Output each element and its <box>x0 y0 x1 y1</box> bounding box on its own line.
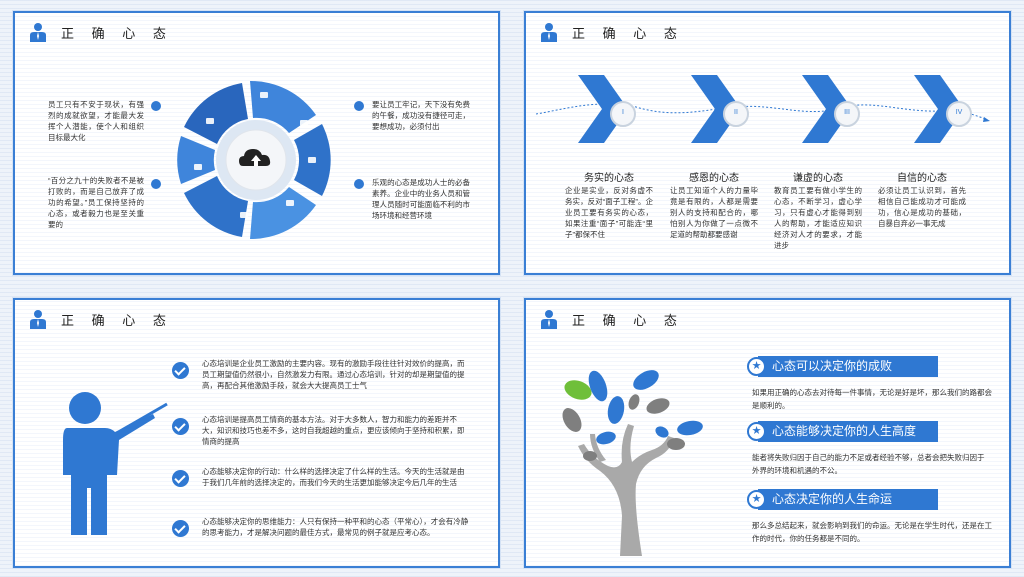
column-text: 让员工知道个人的力量毕竟是有限的，人都是需要别人的支持和配合的，哪怕别人为你做了… <box>670 186 758 239</box>
paragraph: 心态培训是企业员工激励的主要内容。现有的激励手段往往针对效价的提高，而员工期望值… <box>202 359 465 390</box>
slide-header: 正 确 心 态 <box>29 21 173 43</box>
person-icon <box>540 22 558 42</box>
leaf <box>667 438 685 450</box>
segment-icon <box>240 212 248 218</box>
slide-2[interactable]: 正 确 心 态 I II III IV 务实的心态 企业是实业，反对务虚不务实，… <box>524 11 1011 275</box>
cloud-upload-icon <box>239 149 271 166</box>
slide-title: 正 确 心 态 <box>61 312 173 328</box>
slide-title: 正 确 心 态 <box>572 25 684 41</box>
heading-bar: 心态决定你的人生命运 <box>758 489 938 510</box>
leaf <box>588 370 608 402</box>
paragraph: 心态能够决定你的行动：什么样的选择决定了什么样的生活。今天的生活就是由于我们几年… <box>202 467 465 487</box>
step-label: IV <box>955 109 963 116</box>
step-label: III <box>844 109 850 116</box>
column-text: 教育员工要有做小学生的心态，不断学习，虚心学习，只有虚心才能得到别人的帮助，才能… <box>774 186 862 250</box>
text-block-bottom-right: 乐观的心态是成功人士的必备素养。企业中的业务人员和管理人员随时可能面临不利的市场… <box>372 178 470 220</box>
leaf <box>564 380 592 400</box>
check-icon <box>172 520 189 537</box>
segment-icon <box>206 118 214 124</box>
item-text: 能者将失败归因于自己的能力不足或者经验不够，总者会把失败归因于 外界的环境和机遇… <box>752 453 985 475</box>
chevron-step-2 <box>691 75 749 143</box>
slide-title: 正 确 心 态 <box>61 25 173 41</box>
column-title: 感恩的心态 <box>689 173 739 184</box>
star-icon: ★ <box>747 422 766 441</box>
heading-bar: 心态能够决定你的人生高度 <box>758 421 938 442</box>
paragraph: 心态能够决定你的思维能力：人只有保持一种平和的心态（平常心），才会有冷静的思考能… <box>202 517 469 537</box>
heading-bar: 心态可以决定你的成败 <box>758 356 938 377</box>
star-icon: ★ <box>747 490 766 509</box>
text-block-top-left: 员工只有不安于现状，有强烈的成就欲望，才能最大发挥个人潜能，使个人和组织目标最大… <box>48 100 144 142</box>
check-icon <box>172 470 189 487</box>
check-icon <box>172 418 189 435</box>
slide-header: 正 确 心 态 <box>29 308 173 330</box>
ring-segment <box>250 187 316 240</box>
segment-icon <box>194 164 202 170</box>
process-arrows <box>536 75 990 143</box>
leaf <box>583 451 597 461</box>
chevron-step-4 <box>914 75 972 143</box>
leaf <box>628 394 640 410</box>
step-label: II <box>734 109 738 116</box>
segment-icon <box>308 157 316 163</box>
column-title: 自信的心态 <box>897 173 947 184</box>
chevron-step-3 <box>802 75 860 143</box>
leaf <box>633 370 659 390</box>
slide-header: 正 确 心 态 <box>540 21 684 43</box>
slide-4[interactable]: 正 确 心 态 心态可以决定你的成败 ★ 如果用正确的心态去对待每一件事情，无论… <box>524 298 1011 568</box>
column-text: 必须让员工认识到，首先相信自己能成功才可能成功，信心是成功的基础，自暴自弃必一事… <box>878 186 966 228</box>
ring-segment <box>184 83 248 144</box>
segment-icon <box>260 92 268 98</box>
leaf <box>677 420 703 436</box>
chevron-step-1 <box>578 75 636 143</box>
person-icon <box>29 22 47 42</box>
slide-1[interactable]: 正 确 心 态 员工只有不安于现状，有强烈的成就欲望，才能最大发挥个人潜能，使个… <box>13 11 500 275</box>
column-text: 企业是实业，反对务虚不务实，反对“面子工程”。企业员工要有务实的心态，如果注重“… <box>565 186 653 239</box>
column-title: 务实的心态 <box>584 173 634 184</box>
person-icon <box>540 309 558 329</box>
hexagon-ring-diagram <box>177 80 331 240</box>
tree-illustration <box>562 370 703 556</box>
bullet-dot <box>151 179 161 189</box>
leaf <box>646 398 670 414</box>
ring-segment <box>184 176 248 237</box>
segment-icon <box>300 120 308 126</box>
step-label: I <box>622 109 624 116</box>
leaf <box>562 408 582 432</box>
bullet-dot <box>151 101 161 111</box>
leaf <box>655 426 669 438</box>
text-block-top-right: 要让员工牢记，天下没有免费的午餐，成功没有捷径可走，要想成功，必须付出 <box>372 100 470 131</box>
slide-title: 正 确 心 态 <box>572 312 684 328</box>
text-block-bottom-left: “百分之九十的失败者不是被打败的，而是自己放弃了成功的希望。”员工保持坚持的心态… <box>48 176 144 229</box>
star-icon: ★ <box>747 357 766 376</box>
leaf <box>596 431 616 445</box>
leaf <box>607 396 625 424</box>
person-icon <box>29 309 47 329</box>
ring-segment <box>177 136 215 184</box>
presenter-figure-icon <box>63 392 168 535</box>
item-text: 那么多总结起来，就会影响到我们的命运。无论是在学生时代，还是在工作的时代，你的任… <box>752 521 992 543</box>
column-title: 谦虚的心态 <box>793 173 843 184</box>
bullet-dot <box>354 179 364 189</box>
path-arrowhead <box>983 117 990 122</box>
slide-3[interactable]: 正 确 心 态 心态培训是企业员工激励的主要内容。现有的激励手段往往针对效价的提… <box>13 298 500 568</box>
bullet-dot <box>354 101 364 111</box>
paragraph: 心态培训是提高员工情商的基本方法。对于大多数人，智力和能力的差距并不大，知识和技… <box>202 415 465 446</box>
segment-icon <box>286 200 294 206</box>
item-text: 如果用正确的心态去对待每一件事情，无论是好是坏，那么我们的路都会是顺利的。 <box>752 388 992 410</box>
check-icon <box>172 362 189 379</box>
slide-header: 正 确 心 态 <box>540 308 684 330</box>
